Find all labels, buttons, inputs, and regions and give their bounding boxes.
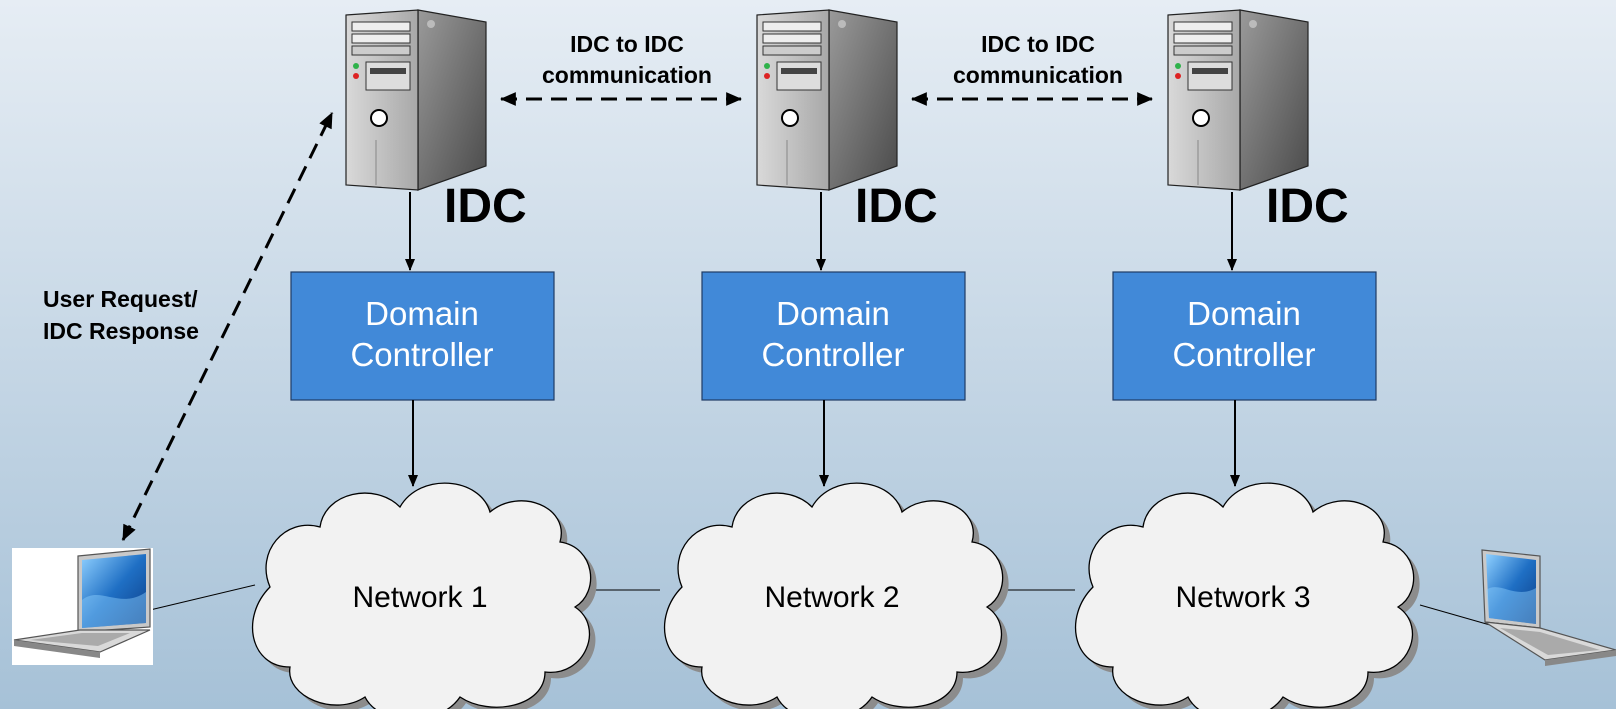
domain-controller-line2: Controller <box>350 336 493 373</box>
domain-controller-line2: Controller <box>1172 336 1315 373</box>
server-tower-1-icon <box>345 9 487 191</box>
domain-controller-2: Domain Controller <box>701 271 966 401</box>
idc-link-label-line1: IDC to IDC <box>570 31 684 57</box>
idc-link-label-line2: communication <box>542 62 712 88</box>
server-tower-2-icon <box>756 9 898 191</box>
server-label: IDC <box>1266 180 1349 233</box>
network-cloud-2: Network 2 <box>663 482 1009 709</box>
idc-link-label-line2: communication <box>953 62 1123 88</box>
server-label: IDC <box>444 180 527 233</box>
idc-link-label-line1: IDC to IDC <box>981 31 1095 57</box>
domain-controller-line2: Controller <box>761 336 904 373</box>
network-label: Network 2 <box>764 581 899 614</box>
server-tower-3-icon <box>1167 9 1309 191</box>
network-cloud-3: Network 3 <box>1074 482 1420 709</box>
domain-controller-line1: Domain <box>365 295 479 332</box>
laptop-left-icon <box>12 548 153 665</box>
user-request-arrow <box>121 111 334 542</box>
network-cloud-1: Network 1 <box>251 482 597 709</box>
domain-controller-3: Domain Controller <box>1112 271 1377 401</box>
user-request-label-line2: IDC Response <box>43 318 199 344</box>
laptop-left-network-line <box>149 584 256 611</box>
server-label: IDC <box>855 180 938 233</box>
network3-laptop-right-line <box>1419 604 1491 626</box>
domain-controller-line1: Domain <box>1187 295 1301 332</box>
network-label: Network 1 <box>352 581 487 614</box>
laptop-right-icon <box>1481 549 1616 666</box>
network-label: Network 3 <box>1175 581 1310 614</box>
domain-controller-line1: Domain <box>776 295 890 332</box>
user-request-label-line1: User Request/ <box>43 286 198 312</box>
domain-controller-1: Domain Controller <box>290 271 555 401</box>
